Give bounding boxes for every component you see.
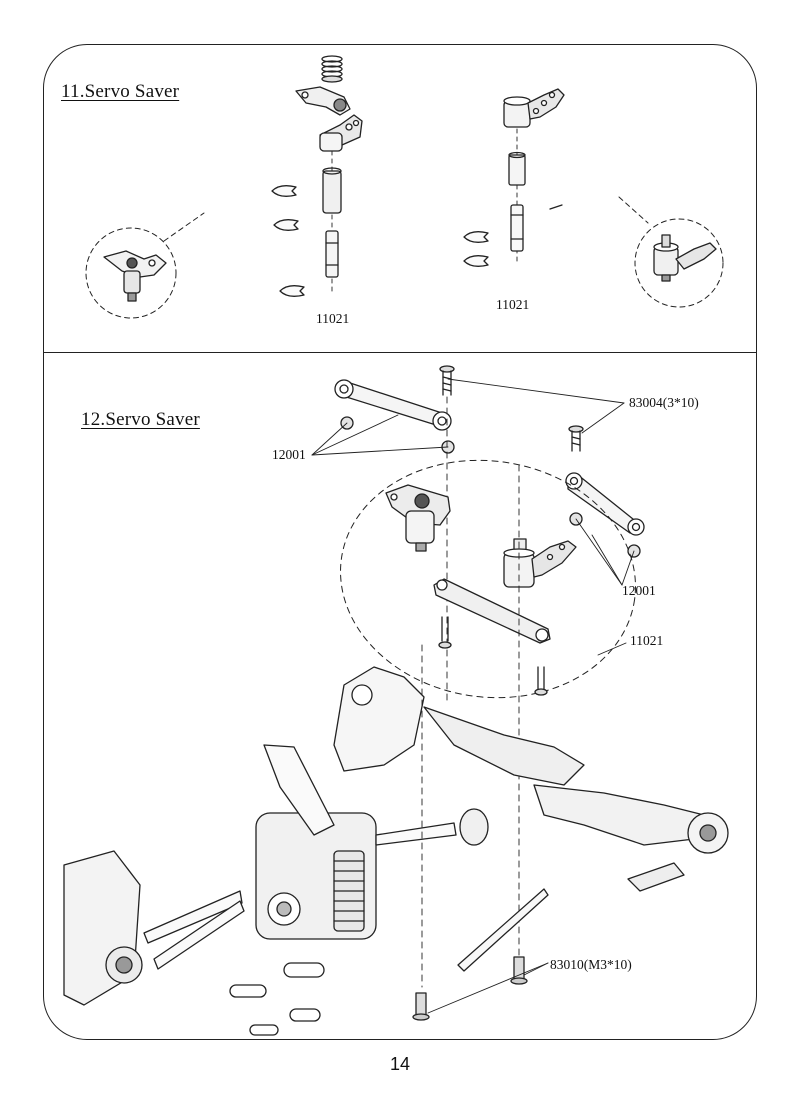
page-number: 14	[389, 1054, 411, 1074]
steering-link-left	[334, 379, 455, 454]
ball-end-label: 12001	[272, 447, 306, 462]
assembly-drawing	[63, 55, 729, 1036]
section-12-title: 12.Servo Saver	[81, 409, 200, 430]
steering-link-right	[565, 472, 645, 558]
part-number-label: 11021	[496, 297, 530, 312]
servo-saver-assembled-left	[85, 212, 205, 319]
screw-label-83004: 83004(3*10)	[629, 395, 699, 410]
section-divider	[44, 352, 756, 353]
part-number-label: 11021	[316, 311, 350, 326]
screw-top-right	[568, 425, 584, 452]
servo-saver-exploded-right	[463, 88, 565, 267]
servo-saver-assembled-right	[618, 196, 724, 308]
page-frame: 11.Servo Saver 11021 11021 12.Servo Save…	[43, 44, 757, 1040]
chassis-drawing	[63, 644, 729, 1036]
screw-top-left	[439, 365, 455, 706]
ball-end-label: 12001	[622, 583, 656, 598]
leader-lines	[311, 378, 635, 1014]
section-11-title: 11.Servo Saver	[61, 81, 180, 102]
servo-saver-group	[340, 459, 636, 976]
servo-saver-exploded-left	[271, 55, 363, 297]
servo-saver-label: 11021	[630, 633, 664, 648]
screw-label-83010: 83010(M3*10)	[550, 957, 632, 972]
